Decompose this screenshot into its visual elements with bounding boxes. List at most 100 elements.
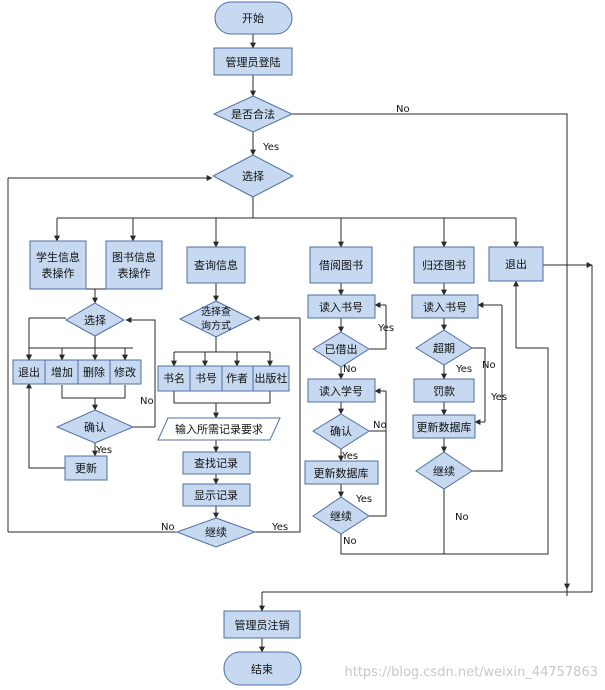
borrow-update-db-label: 更新数据库 (314, 466, 369, 480)
continue-query-label: 继续 (205, 525, 227, 539)
legal-yes-label: Yes (262, 142, 279, 153)
borrowed-yes-label: Yes (377, 323, 394, 334)
overdue-label: 超期 (433, 341, 455, 355)
edges (7, 34, 593, 653)
login-box (213, 47, 293, 76)
input-req-parallelogram (157, 417, 281, 441)
borrow-continue-yes (369, 391, 387, 517)
query-label: 查询信息 (194, 258, 238, 272)
return-continue-label: 继续 (433, 464, 455, 478)
read-student-no-box (307, 378, 376, 403)
confirm-edit-decision (55, 409, 135, 444)
continue-query-yes-label: Yes (271, 522, 288, 533)
by-title-label: 书名 (163, 371, 185, 385)
query-box (186, 246, 246, 284)
borrow-continue-no (340, 347, 549, 555)
start-terminal (214, 1, 293, 35)
confirm-edit-yes-label: Yes (95, 445, 112, 456)
legal-label: 是否合法 (231, 107, 275, 121)
by-author-box (221, 365, 254, 392)
borrow-label: 借阅图书 (319, 259, 363, 272)
edge-legal-no (292, 113, 567, 596)
by-number-box (189, 365, 223, 392)
borrow-read-no-label: 读入书号 (319, 300, 363, 314)
fine-box (413, 378, 475, 403)
return-read-no-box (411, 294, 479, 319)
borrow-continue-decision (312, 496, 370, 535)
edge-update-exit (26, 382, 65, 469)
book-ops-box (105, 240, 163, 290)
sub-select-decision (64, 302, 126, 337)
update-label: 更新 (75, 461, 97, 475)
borrowed-no-label: No (343, 364, 357, 375)
logout-box (223, 610, 301, 639)
input-req-label: 输入所需记录要求 (175, 422, 263, 436)
legal-no-label: No (396, 104, 410, 115)
edge-labels: No Yes No Yes No Yes Yes No No Yes Yes N… (95, 104, 507, 547)
return-box (413, 246, 475, 284)
return-label: 归还图书 (422, 258, 466, 272)
confirm-edit-no-label: No (140, 396, 154, 407)
borrow-read-no-box (307, 294, 376, 319)
query-mode-decision (178, 300, 254, 338)
by-author-label: 作者 (226, 372, 248, 385)
edge-confirm-no (125, 317, 156, 427)
student-ops-label-1: 学生信息 (36, 250, 80, 264)
confirm-edit-label: 确认 (84, 421, 106, 434)
borrow-continue-no-label: No (343, 536, 357, 547)
return-continue-yes-label: Yes (490, 392, 507, 403)
watermark: https://blog.csdn.net/weixin_44757863 (344, 665, 598, 680)
by-number-label: 书号 (195, 372, 217, 385)
modify-box (109, 359, 142, 385)
show-record-box (182, 483, 251, 507)
update-box (64, 455, 108, 481)
return-continue-no-label: No (455, 512, 469, 523)
book-ops-label-1: 图书信息 (112, 250, 156, 264)
edge-continue-yes (255, 318, 301, 533)
already-borrowed-decision (312, 331, 370, 368)
logout-label: 管理员注销 (235, 618, 290, 632)
query-mode-label-2: 询方式 (201, 319, 231, 332)
already-borrowed-label: 已借出 (325, 342, 358, 356)
borrow-update-db-box (304, 460, 379, 485)
start-label: 开始 (242, 11, 264, 25)
overdue-no (472, 347, 486, 422)
return-continue-decision (415, 451, 473, 490)
select-decision (211, 154, 295, 198)
exit-main-box (488, 246, 544, 282)
by-publisher-box (252, 365, 290, 392)
exit-main-label: 退出 (505, 257, 527, 271)
by-title-box (157, 365, 191, 392)
by-publisher-label: 出版社 (255, 371, 288, 385)
end-terminal (223, 651, 302, 686)
borrowed-yes-loop (369, 305, 387, 350)
legal-decision (212, 95, 294, 133)
borrow-confirm-decision (312, 413, 370, 450)
fine-label: 罚款 (433, 384, 455, 398)
sub-select-label: 选择 (84, 313, 106, 327)
query-mode-label-1: 选择查 (201, 305, 231, 318)
read-student-no-label: 读入学号 (319, 384, 363, 398)
student-ops-label-2: 表操作 (42, 266, 75, 280)
return-read-no-label: 读入书号 (423, 300, 467, 314)
overdue-no-label: No (482, 360, 496, 371)
continue-query-no-label: No (161, 522, 175, 533)
return-update-db-box (412, 414, 476, 439)
login-label: 管理员登陆 (226, 55, 281, 69)
book-ops-label-2: 表操作 (118, 266, 151, 280)
delete-label: 删除 (83, 365, 105, 379)
overdue-yes-label: Yes (455, 364, 472, 375)
borrow-box (309, 246, 373, 284)
borrow-continue-label: 继续 (330, 509, 352, 523)
student-ops-box (29, 240, 87, 290)
borrow-confirm-label: 确认 (330, 425, 352, 438)
borrow-confirm-no-label: No (373, 420, 387, 431)
find-record-box (182, 451, 251, 475)
show-record-label: 显示记录 (194, 489, 238, 502)
select-label: 选择 (242, 169, 264, 183)
return-continue-yes (472, 305, 503, 472)
delete-box (77, 359, 111, 385)
overdue-decision (415, 329, 473, 366)
borrow-continue-yes-label: Yes (355, 494, 372, 505)
